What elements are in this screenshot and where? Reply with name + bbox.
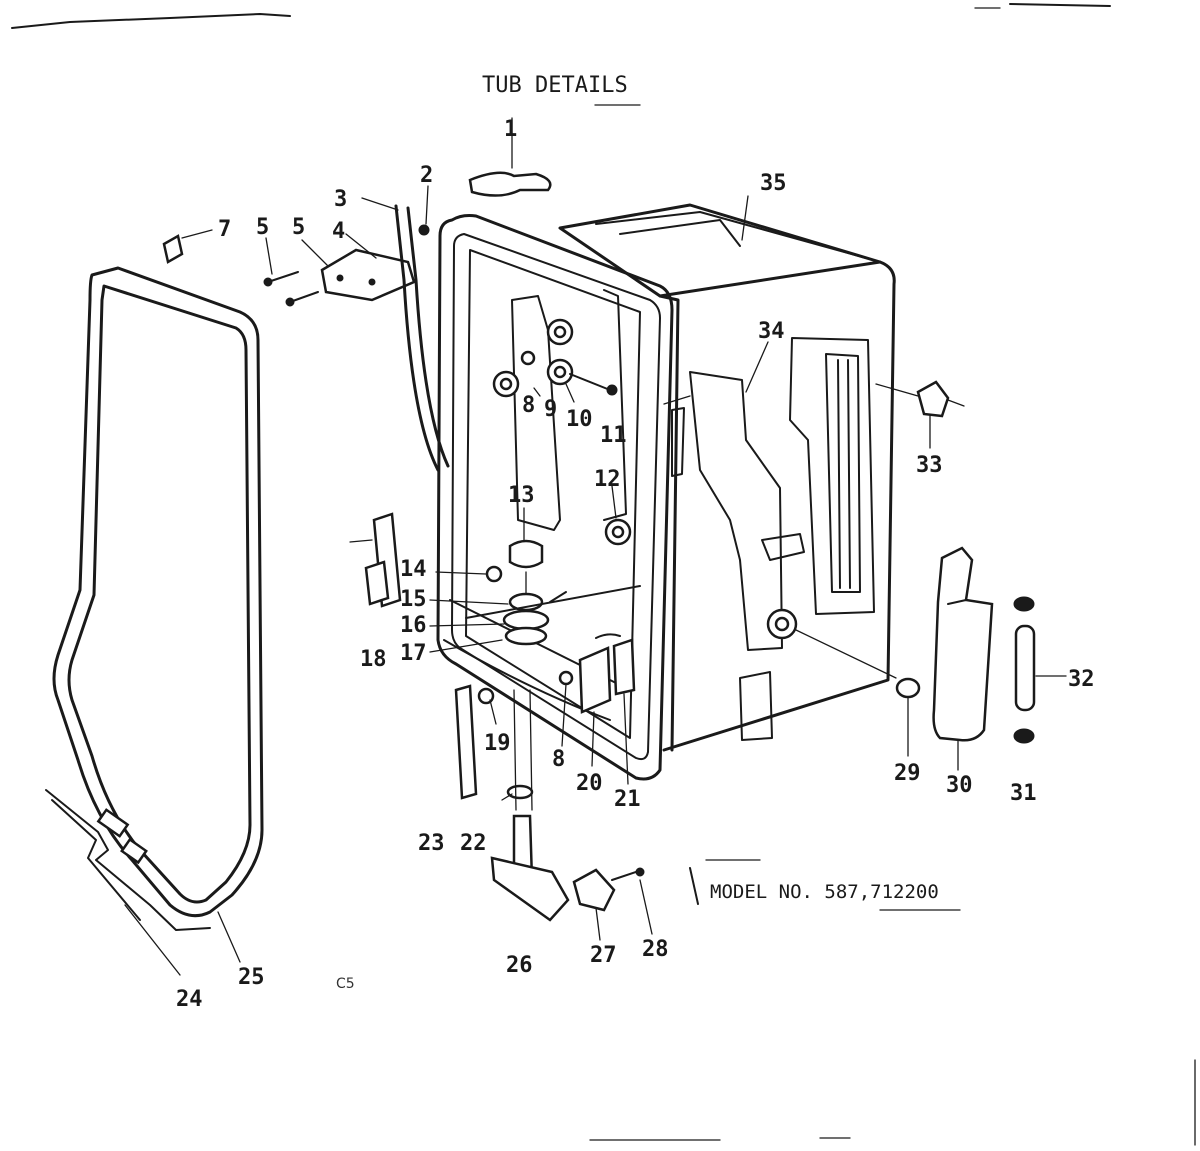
hose-3: [361, 197, 450, 472]
callout-23: 23: [418, 831, 445, 856]
callout-5a: 5: [256, 215, 269, 240]
callout-5b: 5: [292, 215, 305, 240]
callout-20: 20: [576, 771, 603, 796]
callout-3: 3: [334, 187, 347, 212]
callout-19: 19: [484, 731, 511, 756]
scan-artifacts: [11, 3, 1196, 1146]
callout-11: 11: [600, 423, 627, 448]
callout-2: 2: [420, 163, 433, 188]
corner-code: C5: [336, 976, 355, 992]
callout-13: 13: [508, 483, 535, 508]
switch-23: [454, 684, 497, 800]
callout-17: 17: [400, 641, 427, 666]
callout-18: 18: [360, 647, 387, 672]
diagram-title: TUB DETAILS: [482, 73, 628, 98]
fitting-33: [875, 380, 965, 449]
screw-2: [418, 185, 430, 236]
callout-31: 31: [1010, 781, 1037, 806]
inlet-22-26: [490, 689, 570, 922]
callout-14: 14: [400, 557, 427, 582]
door-gasket: [45, 266, 264, 931]
callout-15: 15: [400, 587, 427, 612]
clip-7: [162, 229, 213, 264]
callout-35: 35: [760, 171, 787, 196]
interior-parts: [429, 318, 641, 785]
callout-22: 22: [460, 831, 487, 856]
hose-32: [1013, 596, 1067, 744]
callout-34: 34: [758, 319, 785, 344]
vent-30: [932, 546, 994, 771]
callout-29: 29: [894, 761, 921, 786]
spray-arm-1: [468, 117, 552, 197]
callout-25: 25: [238, 965, 265, 990]
callout-33: 33: [916, 453, 943, 478]
callout-24: 24: [176, 987, 203, 1012]
model-box: MODEL NO. 587,712200: [689, 859, 961, 911]
callout-labels: 1 2 3 4 5 5 7 8 9 10 11 12 13 14 15 16 1…: [176, 117, 1095, 1012]
hinge-bracket-4: [320, 233, 416, 302]
callout-4: 4: [332, 219, 345, 244]
seal-29: [766, 608, 921, 757]
bracket-27-28: [572, 867, 653, 941]
callout-26: 26: [506, 953, 533, 978]
callout-28: 28: [642, 937, 669, 962]
callout-8a: 8: [522, 393, 535, 418]
tub-body: [436, 203, 896, 781]
callout-8b: 8: [552, 747, 565, 772]
latch-18: [349, 512, 402, 608]
callout-16: 16: [400, 613, 427, 638]
callout-30: 30: [946, 773, 973, 798]
callout-12: 12: [594, 467, 621, 492]
model-number: MODEL NO. 587,712200: [710, 881, 939, 903]
callout-21: 21: [614, 787, 641, 812]
callout-32: 32: [1068, 667, 1095, 692]
callout-10: 10: [566, 407, 593, 432]
leader-lines: [533, 195, 769, 403]
screws-5: [263, 237, 333, 307]
callout-7: 7: [218, 217, 231, 242]
callout-9: 9: [544, 397, 557, 422]
callout-1: 1: [504, 117, 517, 142]
callout-27: 27: [590, 943, 617, 968]
